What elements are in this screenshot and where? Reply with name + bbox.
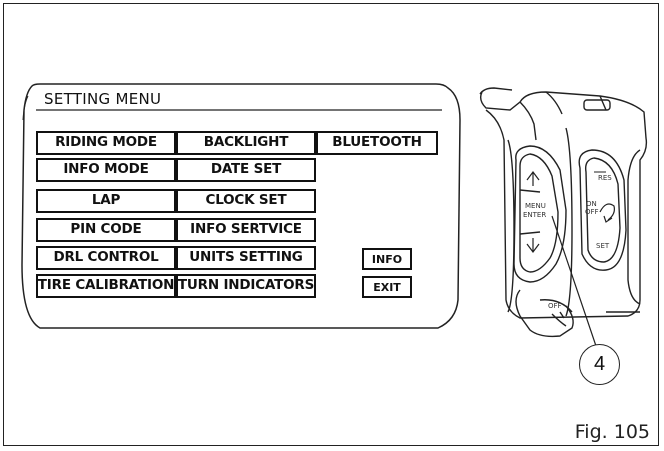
- tire-calibration-button[interactable]: TIRE CALIBRATION: [36, 274, 176, 298]
- bluetooth-button[interactable]: BLUETOOTH: [316, 131, 438, 155]
- enter-label: ENTER: [523, 211, 546, 219]
- menu-title: SETTING MENU: [44, 90, 162, 108]
- menu-label: MENU: [525, 202, 546, 210]
- off-label-lever: OFF: [548, 302, 562, 310]
- riding-mode-button[interactable]: RIDING MODE: [36, 131, 176, 155]
- callout-leader: [551, 215, 597, 347]
- arrow-icons: [526, 171, 615, 253]
- info-mode-button[interactable]: INFO MODE: [36, 158, 176, 182]
- callout-number: 4: [579, 344, 620, 385]
- arrow-up-icon: [526, 171, 540, 186]
- switch-housing: [479, 87, 648, 338]
- on-label: ON: [586, 200, 597, 208]
- drl-control-button[interactable]: DRL CONTROL: [36, 246, 176, 270]
- display-outline: [21, 83, 461, 329]
- exit-button[interactable]: EXIT: [362, 276, 412, 298]
- pin-code-button[interactable]: PIN CODE: [36, 218, 176, 242]
- res-label: RES: [598, 174, 612, 182]
- turn-indicators-button[interactable]: TURN INDICATORS: [176, 274, 316, 298]
- clock-set-button[interactable]: CLOCK SET: [176, 189, 316, 213]
- lap-button[interactable]: LAP: [36, 189, 176, 213]
- resume-arrow-icon: [599, 203, 615, 221]
- figure-label: Fig. 105: [574, 421, 650, 443]
- display-outline-inner: [22, 95, 29, 121]
- set-label: SET: [596, 242, 610, 250]
- info-button[interactable]: INFO: [362, 248, 412, 270]
- arrow-down-icon: [526, 238, 540, 253]
- info-service-button[interactable]: INFO SERTVICE: [176, 218, 316, 242]
- date-set-button[interactable]: DATE SET: [176, 158, 316, 182]
- units-setting-button[interactable]: UNITS SETTING: [176, 246, 316, 270]
- backlight-button[interactable]: BACKLIGHT: [176, 131, 316, 155]
- off-label-rocker: OFF: [585, 208, 599, 216]
